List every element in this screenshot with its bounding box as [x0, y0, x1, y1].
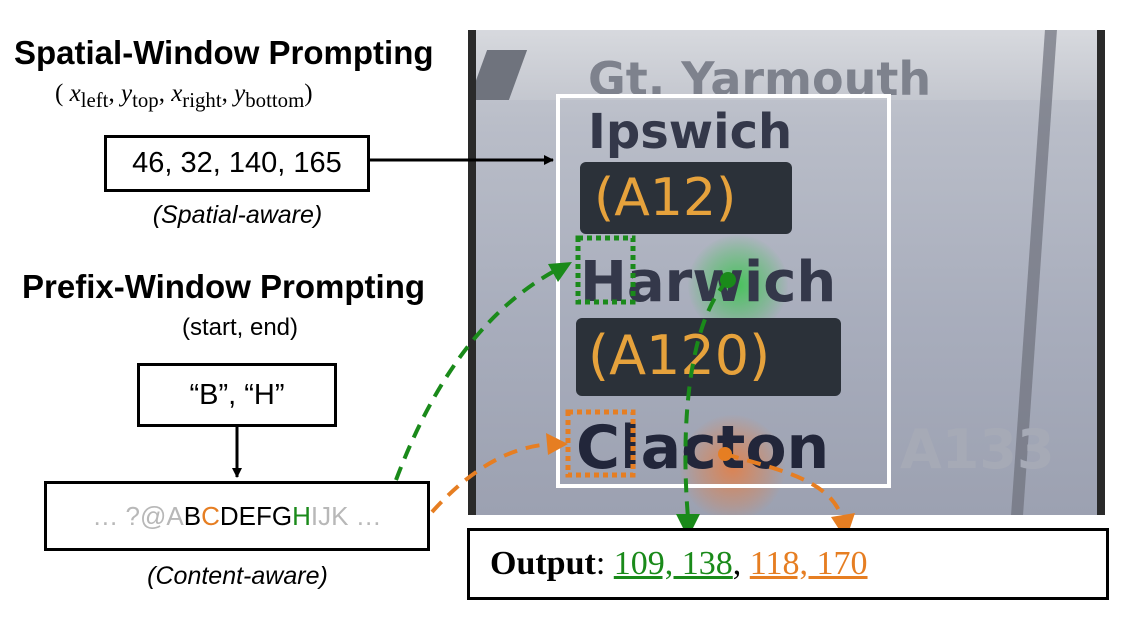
- orange-output-arrowhead: [831, 513, 855, 540]
- coord-var: x: [69, 80, 81, 107]
- sign-line-a133: A133: [900, 418, 1055, 481]
- prefix-window-title: Prefix-Window Prompting: [22, 268, 426, 305]
- seq-segment: IJK …: [310, 500, 382, 531]
- spatial-coords-box: 46, 32, 140, 165: [104, 135, 370, 192]
- output-label: Output: [490, 545, 596, 582]
- spatial-window-box: [556, 94, 891, 488]
- orange-output-arrow: [724, 452, 844, 519]
- orange-arrowhead: [546, 433, 568, 455]
- seq-segment-start: B: [183, 500, 202, 531]
- character-sequence-box: … ?@ A B C DEFG H IJK …: [44, 481, 430, 551]
- plate-a120: [576, 318, 841, 396]
- start-end-label: (start, end): [181, 314, 299, 341]
- coord-sub: right: [182, 88, 222, 112]
- seq-segment: DEFG: [219, 500, 293, 531]
- plate-a12: [580, 162, 792, 234]
- plate-a12-text: (A12): [594, 168, 737, 228]
- open-paren: (: [55, 80, 64, 107]
- coord-sub: bottom: [245, 88, 305, 112]
- output-orange-value: 118, 170: [749, 545, 868, 582]
- seq-segment: … ?@: [92, 500, 167, 531]
- spatial-window-title: Spatial-Window Prompting: [14, 34, 434, 71]
- seq-segment: A: [166, 500, 184, 531]
- sign-line-ipswich: Ipswich: [588, 104, 793, 160]
- coord-sub: top: [132, 88, 159, 112]
- output-green-value: 109, 138: [613, 545, 733, 582]
- seq-segment-green: H: [292, 500, 311, 531]
- green-dashed-arrow: [394, 266, 561, 481]
- green-output-arrowhead: [676, 514, 700, 538]
- spatial-aware-caption: (Spatial-aware): [152, 201, 323, 229]
- coords-label: ( xleft, ytop, xright, ybottom): [55, 80, 313, 112]
- output-colon: :: [595, 545, 614, 582]
- output-separator: ,: [732, 545, 750, 582]
- plate-a120-text: (A120): [588, 324, 771, 387]
- green-char-box: [575, 235, 636, 305]
- coord-var: y: [120, 80, 133, 107]
- sign-edge-right: [1097, 30, 1105, 515]
- orange-dashed-arrow: [430, 442, 556, 514]
- road-sign-image: Gt. Yarmouth Ipswich (A12) Harwich (A120…: [468, 30, 1105, 515]
- prefix-range-box: “B”, “H”: [137, 363, 337, 427]
- close-paren: ): [304, 80, 313, 107]
- coord-var: x: [171, 80, 183, 107]
- output-box: Output: 109, 138, 118, 170: [467, 528, 1109, 600]
- sign-top-band: [468, 30, 1105, 100]
- seq-segment-orange: C: [201, 500, 220, 531]
- sign-edge-left: [468, 30, 476, 515]
- green-arrowhead: [548, 262, 572, 282]
- orange-glow: [680, 415, 785, 515]
- orange-char-box: [565, 409, 636, 478]
- coord-sub: left: [80, 88, 109, 112]
- sign-line-clacton: Clacton: [576, 413, 830, 483]
- green-output-arrow: [683, 278, 730, 519]
- coord-var: y: [234, 80, 246, 107]
- content-aware-caption: (Content-aware): [147, 562, 328, 590]
